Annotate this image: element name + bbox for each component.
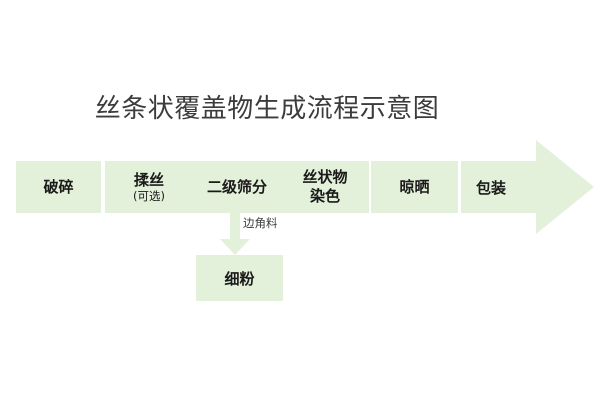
process-step-rou-si[interactable]: 揉丝 (可选) [105,161,193,213]
step-label: 破碎 [43,178,74,196]
byproduct-node-xi-fen[interactable]: 细粉 [196,255,283,301]
process-step-bao-zhuang[interactable]: 包装 [461,140,594,234]
step-label-line2: 染色 [309,187,340,205]
process-step-po-sui[interactable]: 破碎 [16,161,101,213]
process-step-liang-shai[interactable]: 晾晒 [371,161,458,213]
process-step-er-ji-shai-fen[interactable]: 二级筛分 [193,161,281,213]
branch-down-arrow [220,213,250,255]
step-label: 二级筛分 [206,178,267,196]
process-step-si-zhuang-wu-ran-se[interactable]: 丝状物 染色 [281,161,369,213]
step-label-line1: 丝状物 [302,168,348,186]
step-label: 包装 [475,178,506,197]
step-label: 揉丝 [133,170,164,189]
step-sublabel: (可选) [133,188,165,203]
right-arrow-icon [461,140,594,234]
step-label: 晾晒 [399,178,430,196]
arrow-down-icon [220,213,250,255]
page-title: 丝条状覆盖物生成流程示意图 [94,94,440,124]
branch-edge-label: 边角料 [243,216,278,230]
